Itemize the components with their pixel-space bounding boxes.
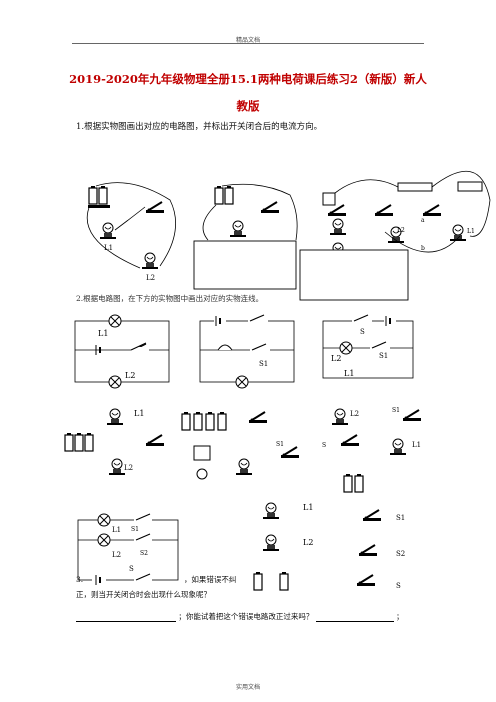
question-3-line-1: 3. ，如果错误不纠 — [76, 574, 421, 585]
q2c3-l1: L1 — [344, 369, 354, 378]
question-2: 2.根据电路图，在下方的实物图中画出对应的实物连线。 — [76, 294, 264, 303]
q2c3-s1: S1 — [379, 352, 388, 360]
q2p3-l2: L2 — [350, 410, 359, 418]
q2p3-s: S — [322, 442, 326, 449]
q1d3-l1-label: L1 — [467, 228, 475, 235]
q3-text-3: ；你能试着把这个错误电路改正过来吗？ — [178, 612, 314, 621]
q3-s1: S1 — [131, 526, 139, 533]
q2p1-l1: L1 — [134, 409, 144, 418]
q3-prefix: 3. — [76, 575, 84, 584]
q1d3-b-label: b — [421, 245, 425, 252]
q3p-s1: S1 — [396, 514, 405, 522]
question-3-line-3: ；你能试着把这个错误电路改正过来吗？ ； — [76, 611, 421, 622]
q3-circuit: L1 S1 L2 S2 S — [77, 513, 179, 585]
q1d1-l1-label: L1 — [104, 244, 113, 252]
answer-blank-1[interactable] — [76, 613, 176, 622]
q2-circuit-3: S L2 S1 L1 — [322, 314, 414, 379]
q3p-l1: L1 — [303, 503, 313, 512]
q2c1-l1: L1 — [98, 329, 108, 338]
q3-s: S — [129, 565, 134, 573]
q3p-s: S — [396, 582, 401, 590]
q3-end: ； — [396, 612, 404, 621]
q2c2-s1: S1 — [259, 360, 268, 368]
q2-circuit-2: S1 — [199, 314, 295, 389]
page-footer: 实用文档 — [235, 684, 260, 691]
answer-blank-2[interactable] — [315, 613, 394, 622]
q3-s2: S2 — [140, 550, 148, 557]
q1d1-l2-label: L2 — [146, 274, 155, 282]
q2p3-l1: L1 — [412, 441, 421, 449]
q1-diagram-2 — [193, 183, 298, 290]
q3p-s2: S2 — [396, 550, 405, 558]
question-3-line-2: 正，则当开关闭合时会出现什么现象呢？ — [76, 590, 211, 599]
q3-text-1: ，如果错误不纠 — [183, 575, 237, 584]
q2c3-l2: L2 — [331, 354, 341, 363]
q2c3-s: S — [360, 328, 365, 336]
q2-components-2: S1 — [181, 411, 300, 480]
q2-components-1: L1 L2 — [64, 408, 165, 476]
page-header: 精品文档 — [235, 37, 260, 44]
q3-components: L1 L2 S1 S2 S — [253, 502, 405, 591]
q3-l2: L2 — [112, 551, 121, 559]
q2p2-s1: S1 — [276, 441, 284, 448]
question-1: 1.根据实物图画出对应的电路图，并标出开关闭合后的电流方向。 — [76, 122, 323, 132]
q2-circuit-1: L1 L2 — [74, 314, 170, 389]
q2c1-l2: L2 — [125, 371, 135, 380]
q1d3-l2-label: L2 — [397, 227, 405, 234]
q3p-l2: L2 — [303, 538, 313, 547]
title-line-2: 教版 — [236, 99, 260, 113]
q1d3-a-label: a — [421, 217, 425, 224]
title-line-1: 2019-2020年九年级物理全册15.1两种电荷课后练习2（新版）新人 — [69, 72, 427, 86]
header-divider — [72, 43, 424, 44]
q1-diagram-3: L2 L1 a b — [299, 170, 491, 301]
q2p1-l2: L2 — [124, 464, 133, 472]
q3-l1: L1 — [112, 526, 121, 534]
q2-components-3: L2 S1 S L1 — [322, 407, 422, 493]
page-title: 2019-2020年九年级物理全册15.1两种电荷课后练习2（新版）新人 教版 — [60, 66, 436, 120]
q2p3-s1: S1 — [392, 407, 400, 414]
q1-diagram-1: L1 L2 — [86, 182, 176, 282]
